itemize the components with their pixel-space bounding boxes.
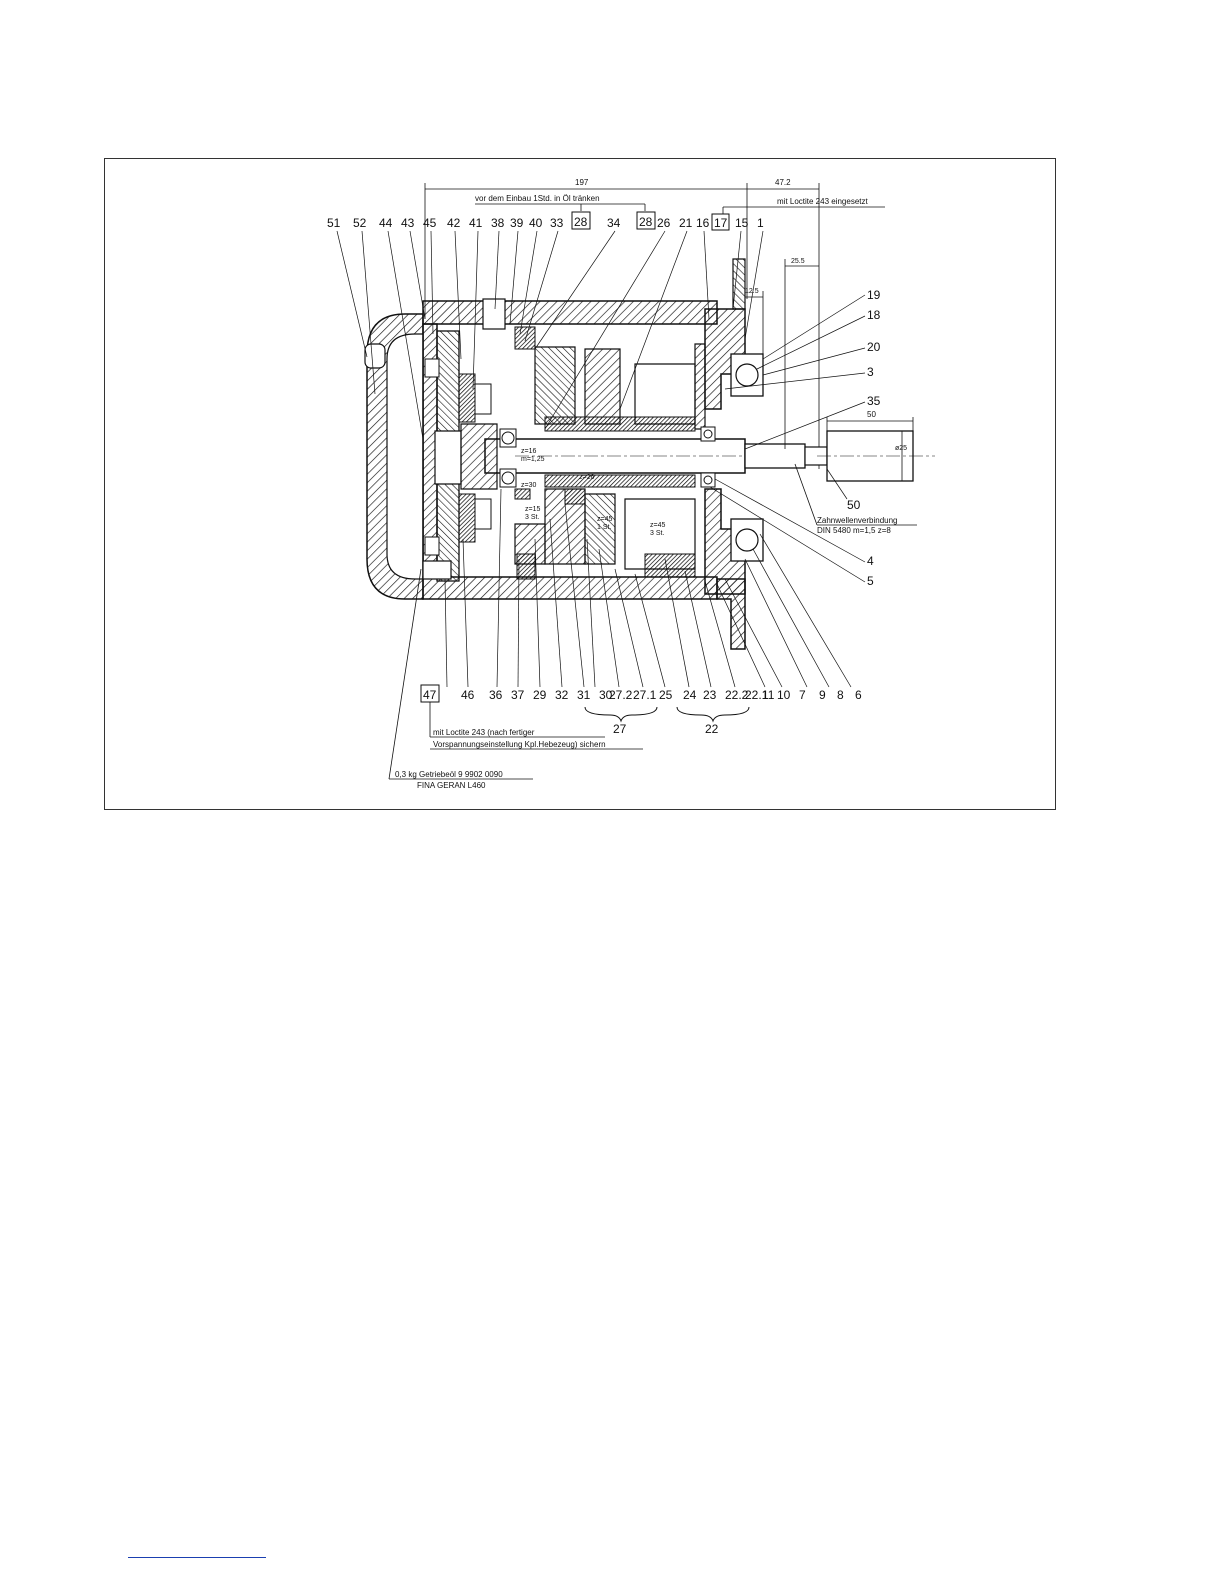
item-label-16: 16 <box>696 216 710 230</box>
box-47-label: 47 <box>423 688 437 702</box>
item-label-8: 8 <box>837 688 844 702</box>
loctite-bottom-note-2: Vorspannungseinstellung Kpl.Hebezeug) si… <box>433 740 606 749</box>
item-label-34: 34 <box>607 216 621 230</box>
box-28-a <box>571 211 591 230</box>
dimension-25-5-label: 25.5 <box>791 258 805 265</box>
oil-note-leader <box>388 568 422 780</box>
item-label-27-1: 27.1 <box>633 688 657 702</box>
footer-rule <box>128 1557 266 1558</box>
item-label-43: 43 <box>401 216 415 230</box>
item-label-32: 32 <box>555 688 569 702</box>
box-28-a-label: 28 <box>574 215 588 229</box>
right-labels: 19 18 20 3 35 50 4 5 <box>847 288 881 588</box>
item-label-15: 15 <box>735 216 749 230</box>
bottom-labels: 474636372932313027.227.125242322.222.111… <box>461 688 862 702</box>
loctite-bottom-note-1: mit Loctite 243 (nach fertiger <box>433 728 535 737</box>
dimension-12-5-label: 12.5 <box>745 288 759 295</box>
item-label-11: 11 <box>762 688 775 702</box>
item-label-31: 31 <box>577 688 591 702</box>
gear-mark-5: z=15 <box>525 506 540 513</box>
dimension-12-5 <box>745 291 764 359</box>
item-label-44: 44 <box>379 216 393 230</box>
gear-mark-7: z=45 <box>597 516 612 523</box>
item-label-35: 35 <box>867 394 881 408</box>
output-bearings <box>700 353 764 562</box>
dimension-197-label: 197 <box>575 178 589 187</box>
drawing-frame: 197 47.2 vor dem Einbau 1Std. in Öl trän… <box>104 158 1056 810</box>
planet-gear-stage <box>484 326 828 580</box>
oil-note-1: 0,3 kg Getriebeöl 9 9902 0090 <box>395 770 503 779</box>
top-note: vor dem Einbau 1Std. in Öl tränken <box>475 194 600 203</box>
box-28-b-label: 28 <box>639 215 653 229</box>
spline-note-leader <box>794 463 818 526</box>
item-label-3: 3 <box>867 365 874 379</box>
item-label-39: 39 <box>510 216 524 230</box>
gear-mark-9: z=45 <box>650 522 665 529</box>
item-label-22-2: 22.2 <box>725 688 749 702</box>
item-label-18: 18 <box>867 308 881 322</box>
box-17-label: 17 <box>714 216 728 230</box>
spline-note-1: Zahnwellenverbindung <box>817 516 898 525</box>
box-28-b <box>636 211 656 230</box>
gearbox-section-drawing: 197 47.2 vor dem Einbau 1Std. in Öl trän… <box>327 178 935 790</box>
item-label-4: 4 <box>867 554 874 568</box>
leader-lines <box>336 230 866 688</box>
item-label-22-1: 22.1 <box>745 688 769 702</box>
item-label-52: 52 <box>353 216 367 230</box>
gear-mark-1: z=16 <box>521 448 536 455</box>
group-brace-27 <box>584 706 658 723</box>
loctite-top-note: mit Loctite 243 eingesetzt <box>777 197 868 206</box>
brake-disc-pack <box>364 298 517 582</box>
dimension-50-label: 50 <box>867 410 876 419</box>
oil-note-2: FINA GERAN L460 <box>417 781 486 790</box>
group-label-27: 27 <box>613 722 627 736</box>
top-note-leaders <box>475 203 646 211</box>
item-label-30: 30 <box>599 688 613 702</box>
item-label-20: 20 <box>867 340 881 354</box>
dimension-d25-label: ø25 <box>895 445 907 452</box>
group-brace-22 <box>676 706 750 723</box>
dimension-47-2 <box>747 183 820 469</box>
item-label-1: 1 <box>757 216 764 230</box>
gear-mark-8: 1 St. <box>597 524 611 531</box>
item-label-36: 36 <box>489 688 503 702</box>
item-label-23: 23 <box>703 688 717 702</box>
gear-mark-3: z=30 <box>521 482 536 489</box>
item-label-27-2: 27.2 <box>609 688 633 702</box>
item-label-21: 21 <box>679 216 693 230</box>
item-label-29: 29 <box>533 688 547 702</box>
gear-mark-2: m=1,25 <box>521 456 545 463</box>
item-label-25: 25 <box>659 688 673 702</box>
item-label-10: 10 <box>777 688 791 702</box>
item-label-41: 41 <box>469 216 483 230</box>
coupling-sleeve <box>817 417 935 482</box>
item-label-6: 6 <box>855 688 862 702</box>
item-label-19: 19 <box>867 288 881 302</box>
item-label-26: 26 <box>657 216 671 230</box>
gear-mark-6: 3 St. <box>525 514 539 521</box>
item-label-9: 9 <box>819 688 826 702</box>
dimension-47-2-label: 47.2 <box>775 178 791 187</box>
group-label-22: 22 <box>705 722 719 736</box>
item-label-37: 37 <box>511 688 525 702</box>
gear-mark-10: 3 St. <box>650 530 664 537</box>
item-label-33: 33 <box>550 216 564 230</box>
dimension-25-5 <box>784 259 819 449</box>
item-label-24: 24 <box>683 688 697 702</box>
item-label-7: 7 <box>799 688 806 702</box>
item-label-5: 5 <box>867 574 874 588</box>
spline-note-2: DIN 5480 m=1,5 z=8 <box>817 526 891 535</box>
item-label-51: 51 <box>327 216 341 230</box>
item-label-46: 46 <box>461 688 475 702</box>
item-label-40: 40 <box>529 216 543 230</box>
gear-mark-4: z=26 <box>579 474 594 481</box>
dimension-197 <box>424 183 748 319</box>
item-label-45: 45 <box>423 216 437 230</box>
item-label-38: 38 <box>491 216 505 230</box>
item-label-42: 42 <box>447 216 461 230</box>
box-17 <box>711 213 730 231</box>
item-label-50: 50 <box>847 498 861 512</box>
